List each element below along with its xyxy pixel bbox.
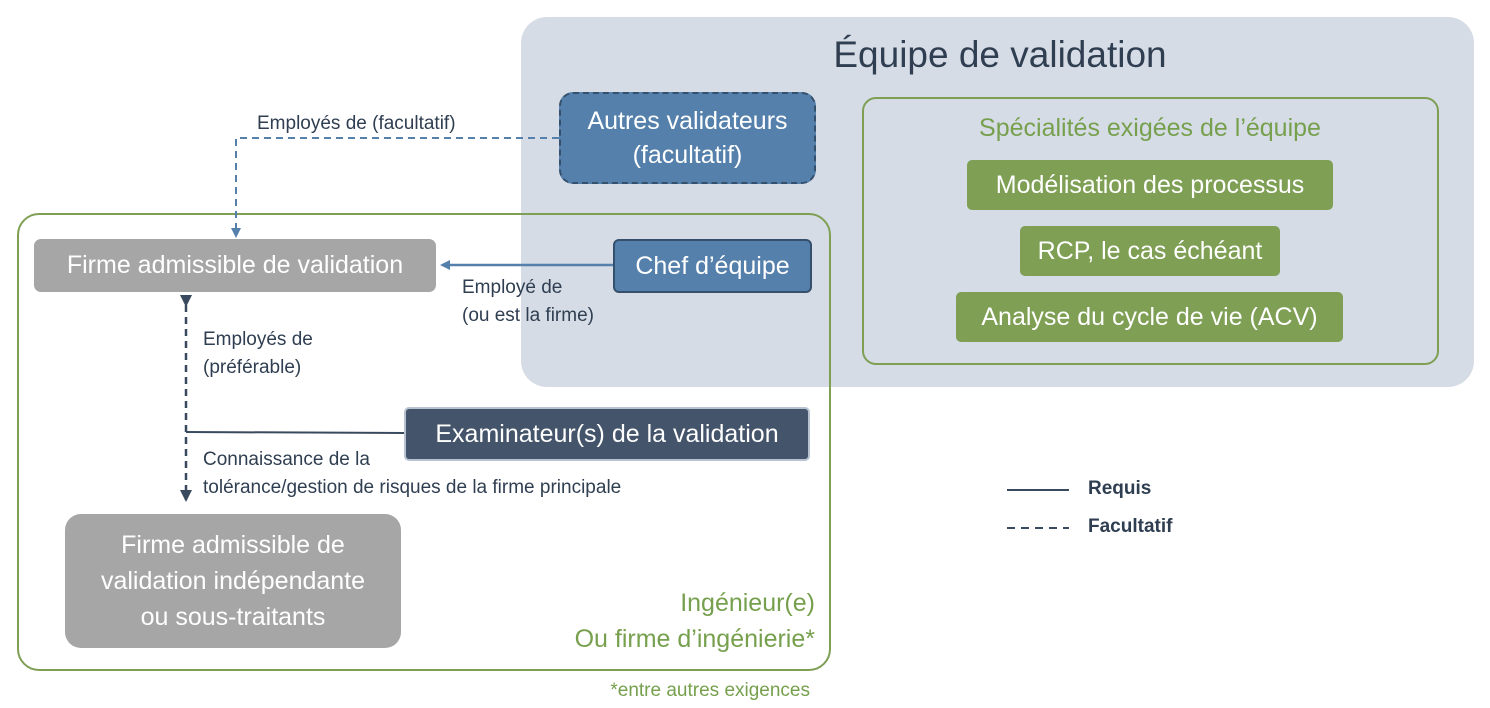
other-validators-line1: Autres validateurs: [587, 107, 788, 135]
engineer-label-line2: Ou firme d’ingénierie*: [574, 625, 815, 653]
specialty-pcr: RCP, le cas échéant: [1020, 226, 1280, 276]
reviewers-employed-label: Employés de (préférable): [203, 326, 313, 382]
knowledge-line2: tolérance/gestion de risques de la firme…: [203, 477, 622, 498]
validation-team-title: Équipe de validation: [833, 34, 1167, 75]
independent-firm-line2: validation indépendante: [100, 567, 366, 595]
lead-employed-label: Employé de (ou est la firme): [462, 274, 594, 330]
team-lead-box: Chef d’équipe: [613, 239, 812, 293]
independent-firm-line3: ou sous-traitants: [140, 603, 326, 631]
eligible-firm-box: Firme admissible de validation: [34, 239, 436, 292]
independent-firm-line1: Firme admissible de: [121, 531, 345, 559]
specialty-process-modeling: Modélisation des processus: [967, 160, 1333, 210]
other-validators-line2: (facultatif): [632, 141, 743, 169]
lead-employed-line2: (ou est la firme): [462, 305, 594, 326]
engineer-label: Ingénieur(e) Ou firme d’ingénierie*: [470, 585, 815, 665]
specialties-title: Spécialités exigées de l’équipe: [979, 113, 1321, 142]
reviewers-employed-line1: Employés de: [203, 329, 313, 350]
engineer-label-line1: Ingénieur(e): [680, 589, 815, 617]
engineer-panel: [17, 213, 831, 671]
reviewers-box: Examinateur(s) de la validation: [404, 407, 810, 461]
knowledge-line1: Connaissance de la: [203, 449, 370, 470]
independent-firm-box: Firme admissible de validation indépenda…: [65, 514, 401, 648]
reviewers-employed-line2: (préférable): [203, 357, 302, 378]
footnote: *entre autres exigences: [610, 680, 810, 701]
specialty-lca: Analyse du cycle de vie (ACV): [956, 292, 1343, 342]
legend-required-label: Requis: [1088, 478, 1152, 499]
lead-employed-line1: Employé de: [462, 277, 563, 298]
knowledge-label: Connaissance de la tolérance/gestion de …: [203, 446, 621, 502]
others-employed-label: Employés de (facultatif): [257, 113, 456, 134]
others-employed-connector: [231, 137, 559, 238]
reviewers-connector: [185, 431, 405, 434]
legend-optional-label: Facultatif: [1088, 516, 1173, 537]
specialties-panel: [862, 97, 1439, 365]
other-validators-box: Autres validateurs (facultatif): [559, 92, 816, 184]
